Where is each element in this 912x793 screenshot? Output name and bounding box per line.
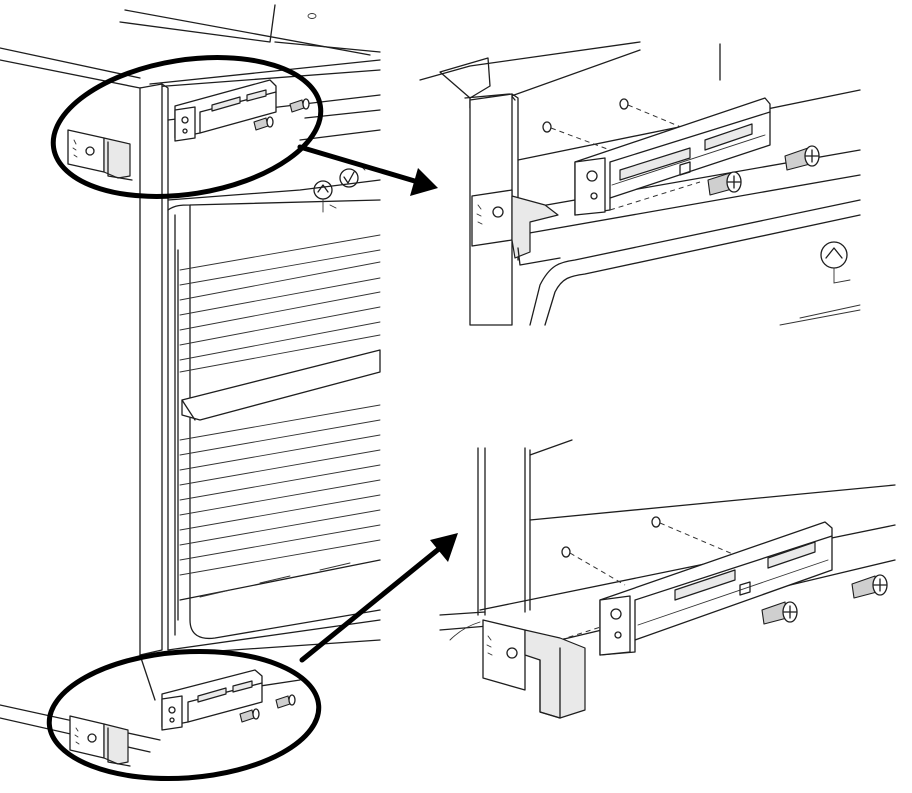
top-mounting-bracket — [174, 79, 310, 142]
bottom-side-bracket-small — [69, 715, 131, 767]
bottom-mounting-bracket — [161, 669, 296, 731]
control-knob-icon — [313, 180, 333, 200]
oven-body — [167, 94, 381, 640]
cabinet-frame-post — [139, 83, 169, 701]
top-side-bracket-small — [67, 129, 133, 181]
bottom-detail-panel — [439, 439, 896, 719]
top-callout-ellipse — [50, 55, 324, 199]
screw-icon — [851, 574, 888, 599]
control-knob-icon — [339, 168, 359, 188]
top-detail-panel — [419, 41, 861, 326]
screw-icon — [707, 171, 742, 196]
overview-panel — [0, 4, 381, 782]
cabinet-top — [0, 4, 381, 89]
bottom-callout-ellipse — [46, 648, 322, 782]
bottom-arrow — [299, 533, 458, 663]
control-knob-icon — [820, 241, 848, 269]
screw-icon — [784, 145, 820, 171]
screw-icon — [761, 601, 798, 625]
top-arrow — [297, 144, 438, 196]
